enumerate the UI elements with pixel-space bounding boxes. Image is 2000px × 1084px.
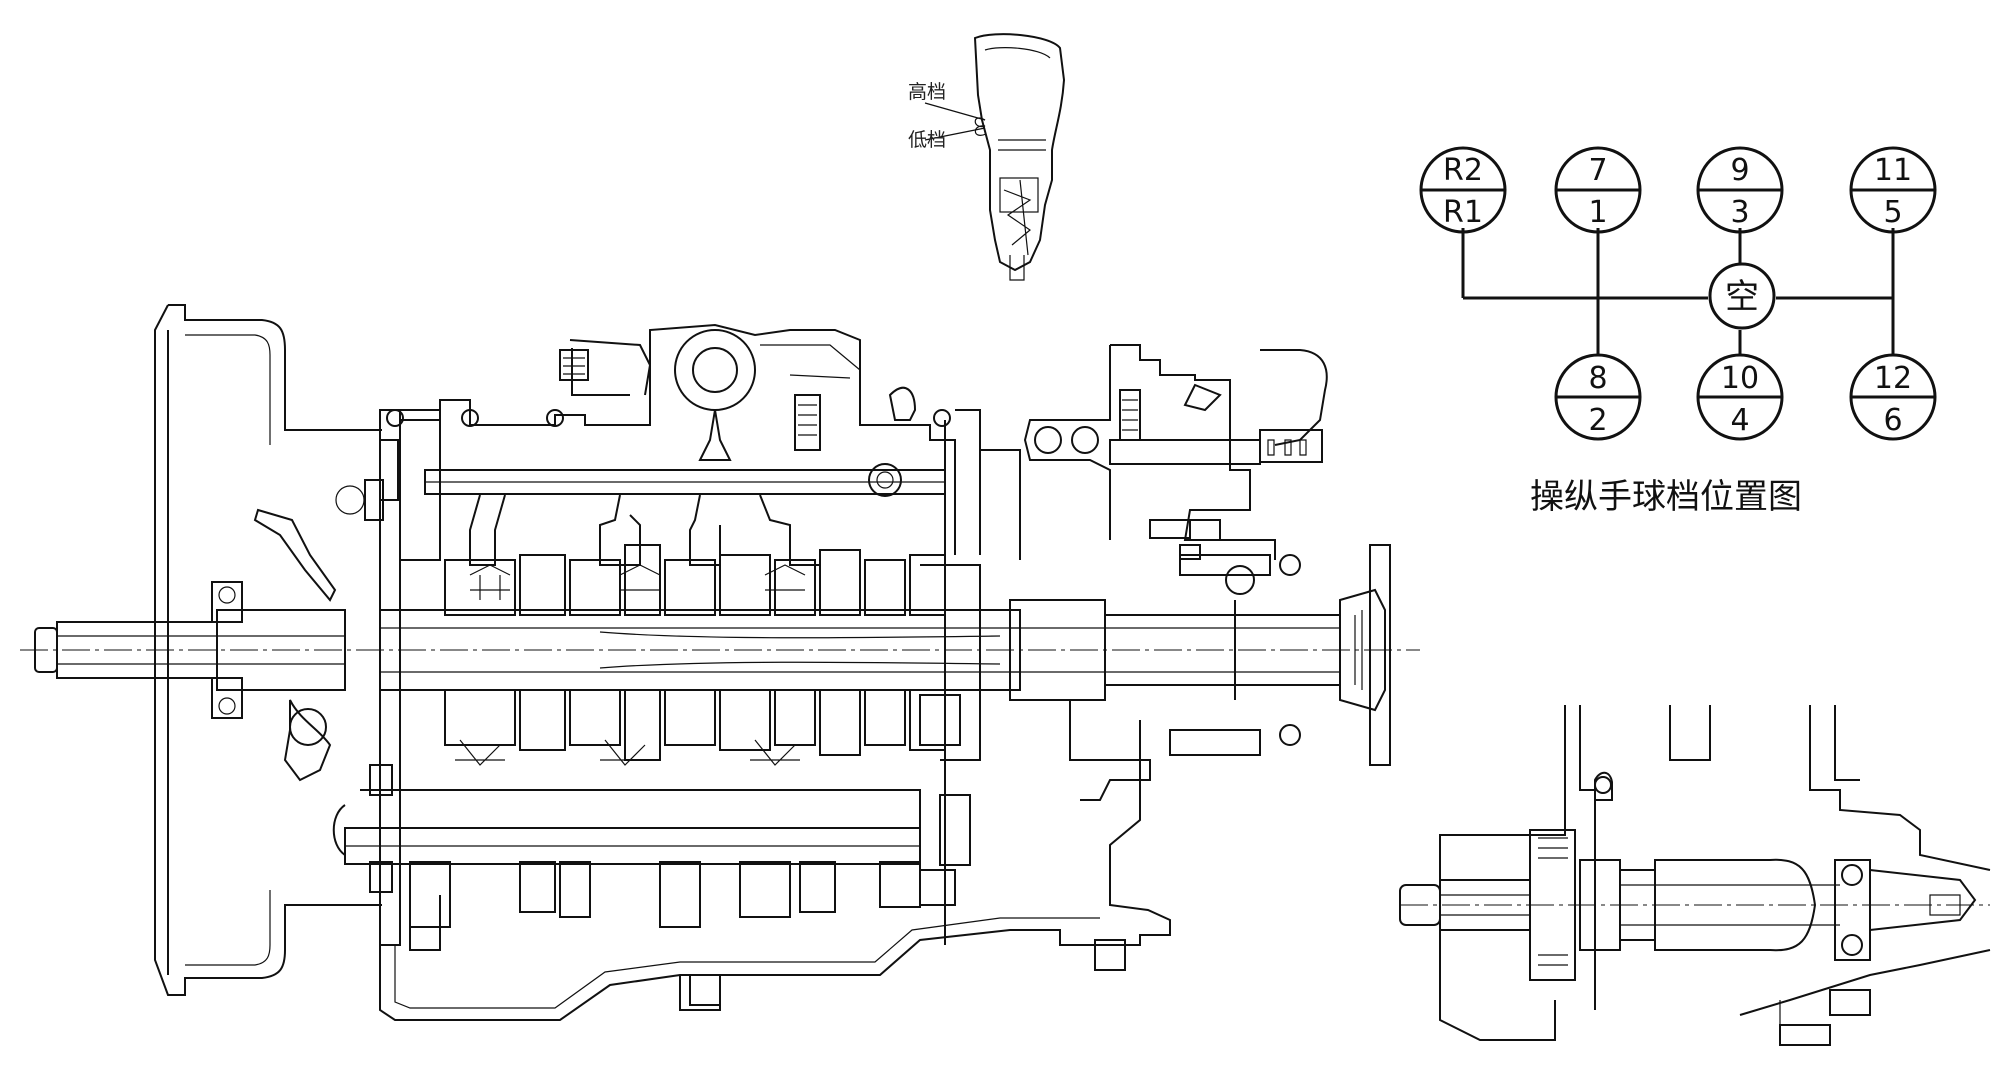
- gear-label-top: 12: [1874, 361, 1912, 396]
- high-range-label: 高档: [908, 81, 946, 103]
- gear-position-r2-r1: R2 R1: [1419, 146, 1507, 234]
- gear-label-top: 8: [1588, 361, 1607, 396]
- gear-label-bottom: 1: [1588, 195, 1607, 230]
- neutral-position: 空: [1708, 262, 1776, 330]
- gear-position-11-5: 11 5: [1849, 146, 1937, 234]
- gear-label-top: 11: [1874, 153, 1912, 188]
- shift-pattern: R2 R1 7 1 9 3 11 5 8 2: [1419, 146, 1937, 517]
- gear-position-8-2: 8 2: [1554, 353, 1642, 441]
- gear-label-bottom: 5: [1883, 195, 1902, 230]
- shift-pattern-caption: 操纵手球档位置图: [1530, 477, 1802, 517]
- gear-label-bottom: 2: [1588, 403, 1607, 438]
- gear-position-10-4: 10 4: [1696, 353, 1784, 441]
- gear-label-top: 7: [1588, 153, 1607, 188]
- gear-label-bottom: 4: [1730, 403, 1749, 438]
- gear-label-bottom: 6: [1883, 403, 1902, 438]
- gear-label-top: 9: [1730, 153, 1749, 188]
- gear-label-top: 10: [1721, 361, 1759, 396]
- low-range-label: 低档: [908, 129, 946, 151]
- shift-knob: 高档 低档: [908, 33, 1066, 281]
- gear-label-bottom: 3: [1730, 195, 1749, 230]
- gear-label-top: R2: [1443, 153, 1483, 188]
- detail-view: [1399, 705, 1991, 1046]
- neutral-label: 空: [1725, 277, 1759, 317]
- transmission-cross-section: [20, 304, 1420, 1021]
- gear-label-bottom: R1: [1443, 195, 1483, 230]
- gear-position-7-1: 7 1: [1554, 146, 1642, 234]
- gear-position-12-6: 12 6: [1849, 353, 1937, 441]
- gear-position-9-3: 9 3: [1696, 146, 1784, 234]
